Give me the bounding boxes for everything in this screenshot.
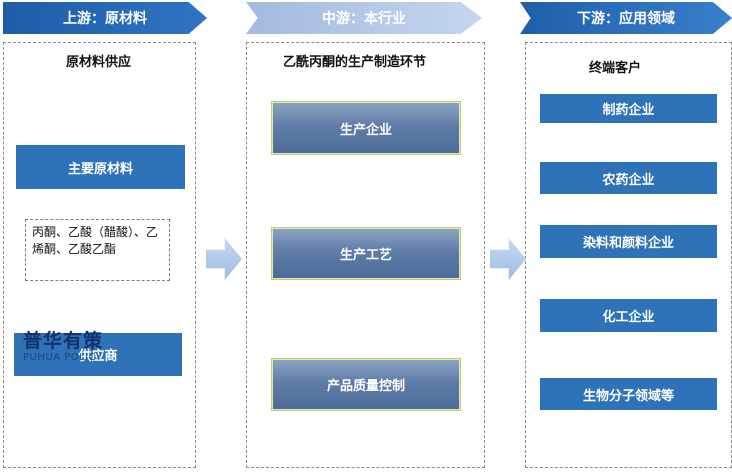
quality-control-block: 产品质量控制 (271, 358, 461, 411)
midstream-header-label: 中游：本行业 (322, 11, 406, 27)
upstream-title: 原材料供应 (66, 55, 132, 70)
chemical-enterprise-block: 化工企业 (540, 299, 717, 332)
midstream-header: 中游：本行业 (246, 2, 482, 34)
upstream-header: 上游：原材料 (3, 2, 207, 34)
puhua-logo: 普华有策 PUHUA POLICY (23, 326, 103, 363)
arrow-right-icon (490, 238, 526, 280)
main-materials-block: 主要原材料 (16, 145, 185, 189)
downstream-header-label: 下游：应用领域 (577, 11, 675, 27)
downstream-title: 终端客户 (589, 61, 642, 76)
production-process-block: 生产工艺 (271, 227, 461, 280)
biomolecule-field-block: 生物分子领域等 (540, 378, 717, 410)
upstream-header-label: 上游：原材料 (63, 11, 147, 27)
supplier-block: 供应商 (14, 333, 182, 376)
dye-pigment-enterprise-block: 染料和颜料企业 (540, 225, 717, 258)
downstream-header: 下游：应用领域 (520, 2, 732, 34)
logo-subtitle: PUHUA POLICY (23, 352, 103, 363)
midstream-column (246, 42, 485, 468)
pesticide-enterprise-block: 农药企业 (540, 162, 717, 194)
pharma-enterprise-block: 制药企业 (540, 94, 717, 123)
materials-list-box: 丙酮、乙酸（醋酸）、乙烯酮、乙酸乙酯 (25, 219, 170, 281)
production-enterprise-block: 生产企业 (271, 101, 461, 155)
upstream-column (3, 42, 196, 468)
midstream-title: 乙酰丙酮的生产制造环节 (283, 55, 427, 70)
arrow-right-icon (206, 238, 242, 280)
logo-name: 普华有策 (23, 330, 104, 352)
supplier-label: 供应商 (78, 349, 118, 364)
